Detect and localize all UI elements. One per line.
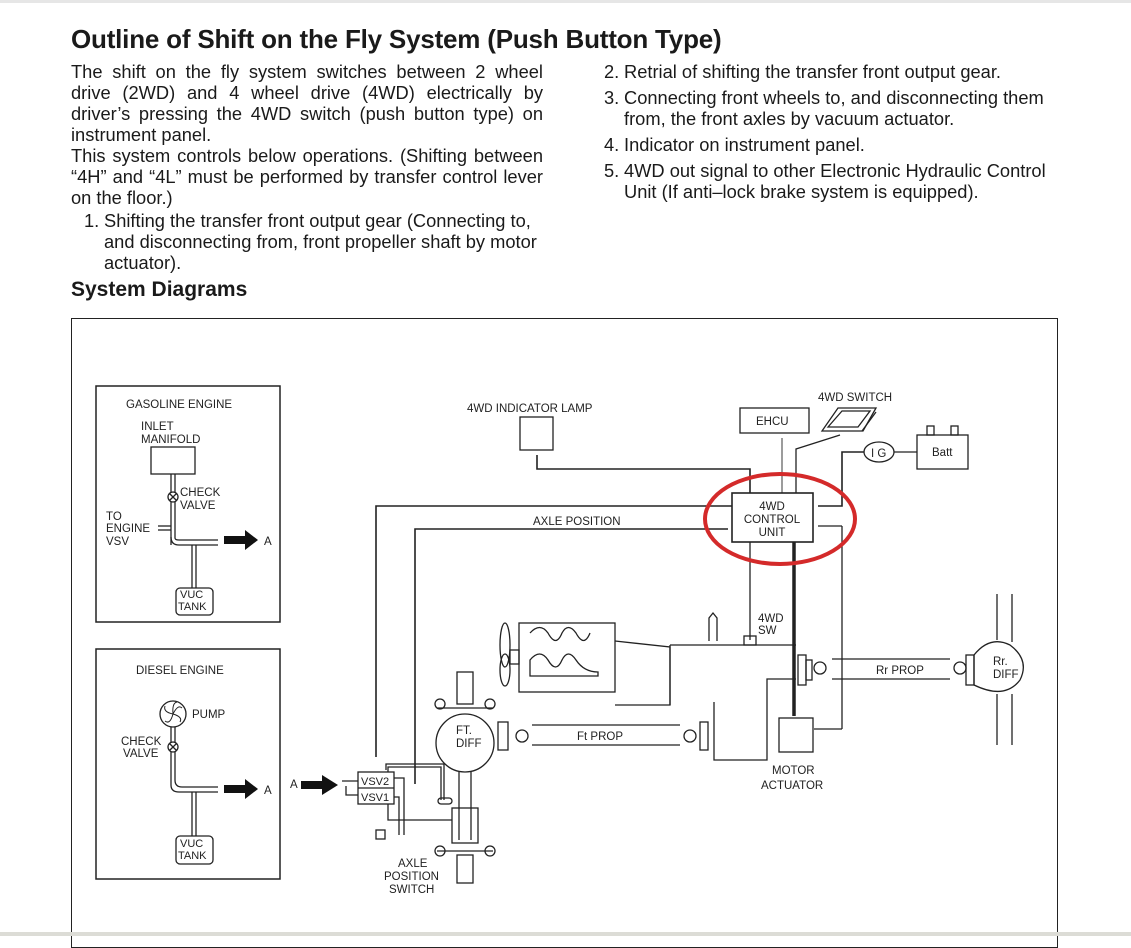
engine-transmission-icon [499, 611, 796, 706]
input-arrow-icon [301, 775, 338, 795]
operation-item: 5.4WD out signal to other Electronic Hyd… [604, 160, 1046, 202]
pump-icon [159, 700, 187, 728]
intro-column: The shift on the fly system switches bet… [71, 61, 543, 273]
ig-label: I G [871, 448, 886, 460]
ehcu-box [739, 407, 810, 434]
switch-label: SWITCH [389, 884, 434, 896]
to-label: TO [106, 511, 122, 523]
ehcu-label: EHCU [756, 416, 789, 428]
rear-differential-icon [973, 594, 1024, 745]
page-title: Outline of Shift on the Fly System (Push… [71, 24, 722, 54]
input-a-label: A [290, 779, 298, 791]
battery-box [916, 434, 969, 470]
highlight-ellipse [703, 472, 857, 566]
motor-label: MOTOR [772, 765, 815, 777]
top-border [0, 0, 1131, 3]
gasoline-engine-label: GASOLINE ENGINE [126, 399, 232, 411]
vuc-tank-icon [175, 587, 214, 616]
intro-paragraph-2: This system controls below operations. (… [71, 145, 543, 208]
engine-label: ENGINE [106, 523, 150, 535]
tank-label: TANK [178, 601, 207, 613]
arrow-a-label: A [264, 785, 272, 797]
operation-item: 2.Retrial of shifting the transfer front… [604, 61, 1002, 82]
arrow-right-icon [224, 779, 258, 799]
gasoline-engine-panel [95, 385, 281, 623]
diesel-engine-panel [95, 648, 281, 880]
diesel-engine-label: DIESEL ENGINE [136, 665, 224, 677]
vuc-label: VUC [180, 589, 203, 601]
actuator-label: ACTUATOR [761, 780, 823, 792]
4wd-sw-label: 4WD [758, 613, 784, 625]
battery-label: Batt [932, 447, 953, 459]
operation-item: 3.Connecting front wheels to, and discon… [604, 87, 1044, 129]
ft-prop-label: Ft PROP [577, 731, 623, 743]
rr-diff-label: DIFF [993, 669, 1019, 681]
arrow-a-label: A [264, 536, 272, 548]
control-unit-box [731, 492, 814, 543]
intro-paragraph-1: The shift on the fly system switches bet… [71, 61, 543, 145]
manifold-label: MANIFOLD [141, 434, 200, 446]
operations-list-right: 2.Retrial of shifting the transfer front… [604, 61, 1074, 202]
operation-item: 1.Shifting the transfer front output gea… [84, 210, 537, 273]
vuc-label: VUC [180, 838, 203, 850]
section-title: System Diagrams [71, 278, 248, 301]
control-unit-label: CONTROL [744, 514, 801, 526]
control-unit-label: 4WD [759, 501, 785, 513]
pump-label: PUMP [192, 709, 226, 721]
rear-propeller-shaft-icon [797, 654, 975, 686]
indicator-lamp-icon [519, 416, 554, 451]
check-label: CHECK [180, 487, 221, 499]
operations-list-left: 1.Shifting the transfer front output gea… [84, 210, 543, 273]
vsv1-label: VSV1 [361, 792, 389, 804]
axle-label: AXLE [398, 858, 428, 870]
4wd-sw-label: SW [758, 625, 777, 637]
ft-diff-label: DIFF [456, 738, 482, 750]
ft-diff-label: FT. [456, 725, 472, 737]
operations-column: 2.Retrial of shifting the transfer front… [604, 61, 1074, 207]
arrow-right-icon [224, 530, 258, 550]
vsv-label: VSV [106, 536, 129, 548]
vsv2-label: VSV2 [361, 776, 389, 788]
front-propeller-shaft-icon [497, 721, 709, 751]
valve-label: VALVE [180, 500, 216, 512]
inlet-manifold-icon [150, 446, 196, 475]
rr-diff-label: Rr. [993, 656, 1008, 668]
position-label: POSITION [384, 871, 439, 883]
indicator-lamp-label: 4WD INDICATOR LAMP [467, 403, 593, 415]
axle-position-label: AXLE POSITION [533, 516, 621, 528]
4wd-switch-label: 4WD SWITCH [818, 392, 892, 404]
rr-prop-label: Rr PROP [876, 665, 924, 677]
valve-label: VALVE [123, 748, 159, 760]
tank-label: TANK [178, 850, 207, 862]
front-differential-icon [434, 671, 496, 884]
operation-item: 4.Indicator on instrument panel. [604, 134, 865, 155]
control-unit-label: UNIT [759, 527, 786, 539]
bottom-border [0, 932, 1131, 936]
inlet-label: INLET [141, 421, 174, 433]
4wd-switch-icon [820, 407, 878, 432]
vuc-tank-icon [175, 835, 214, 865]
motor-actuator-box [778, 717, 814, 753]
check-label: CHECK [121, 736, 162, 748]
